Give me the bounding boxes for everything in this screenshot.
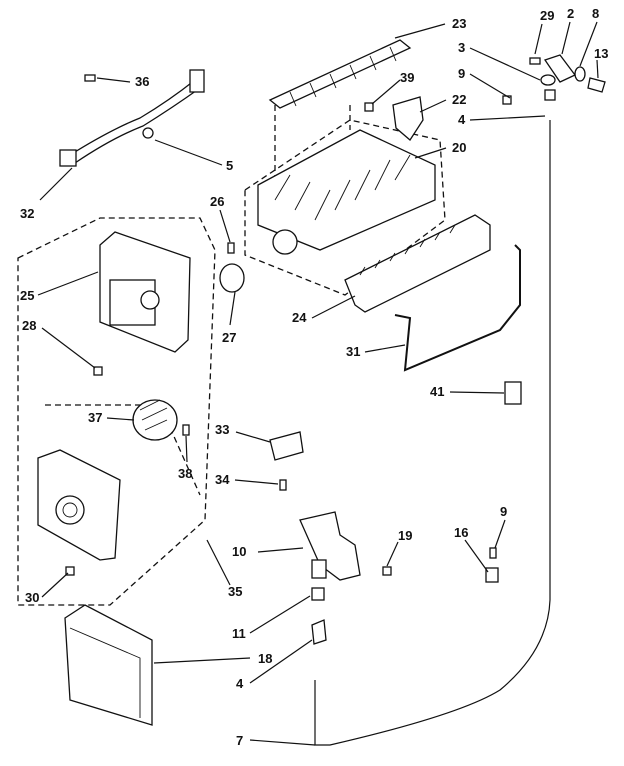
drive-motor	[132, 399, 178, 441]
callout-36: 36	[135, 74, 149, 89]
ice-bin	[64, 604, 153, 726]
callout-27: 27	[222, 330, 236, 345]
arm-clip	[504, 381, 522, 405]
callout-20: 20	[452, 140, 466, 155]
screw-30	[65, 566, 75, 576]
switch-bracket	[269, 431, 304, 461]
callout-18: 18	[258, 651, 272, 666]
callout-39: 39	[400, 70, 414, 85]
water-tube	[314, 120, 551, 746]
callout-35: 35	[228, 584, 242, 599]
screw-19	[382, 566, 392, 576]
module-cover	[37, 449, 121, 561]
ferrule-4-lower	[311, 619, 327, 645]
callout-41: 41	[430, 384, 444, 399]
pin-26	[227, 242, 235, 254]
callout-3: 3	[458, 40, 465, 55]
module-housing	[99, 231, 191, 353]
icemaker-dashed-box	[244, 119, 446, 296]
callout-31: 31	[346, 344, 360, 359]
leader-lines	[37, 21, 599, 746]
ice-mold	[257, 129, 436, 255]
callout-9-upper: 9	[458, 66, 465, 81]
screw-34	[279, 479, 287, 491]
callout-38: 38	[178, 466, 192, 481]
callout-5: 5	[226, 158, 233, 173]
clip-16	[485, 567, 499, 583]
motor-group-dashed-box	[17, 217, 216, 606]
callout-labels: 23 29 2 8 3 13 36 9 39 22 4 20 5 32 26 2…	[20, 6, 608, 748]
screw-38	[182, 424, 190, 436]
callout-19: 19	[398, 528, 412, 543]
callout-22: 22	[452, 92, 466, 107]
callout-4-upper: 4	[458, 112, 466, 127]
screw-36	[84, 74, 96, 82]
screw-9-lower	[489, 547, 497, 559]
motor-coupling	[219, 263, 245, 293]
ejector-blade	[268, 39, 412, 109]
ejector-guide-lines	[274, 105, 351, 200]
callout-26: 26	[210, 194, 224, 209]
callout-8: 8	[592, 6, 599, 21]
callout-7: 7	[236, 733, 243, 748]
callout-24: 24	[292, 310, 307, 325]
callout-30: 30	[25, 590, 39, 605]
callout-33: 33	[215, 422, 229, 437]
callout-4-lower: 4	[236, 676, 244, 691]
inlet-fittings	[529, 54, 606, 101]
callout-37: 37	[88, 410, 102, 425]
callout-11: 11	[232, 626, 246, 641]
fill-cup	[392, 96, 424, 141]
nut-11	[311, 587, 325, 601]
callout-16: 16	[454, 525, 468, 540]
wire-harness	[59, 69, 205, 167]
callout-32: 32	[20, 206, 34, 221]
callout-25: 25	[20, 288, 34, 303]
callout-9-lower: 9	[500, 504, 507, 519]
callout-2: 2	[567, 6, 574, 21]
shutoff-arm	[394, 244, 521, 372]
water-valve	[299, 511, 361, 581]
callout-28: 28	[22, 318, 36, 333]
screw-28	[93, 366, 103, 376]
callout-10: 10	[232, 544, 246, 559]
callout-23: 23	[452, 16, 466, 31]
callout-13: 13	[594, 46, 608, 61]
callout-29: 29	[540, 8, 554, 23]
callout-34: 34	[215, 472, 230, 487]
screw-39	[364, 102, 374, 112]
heater-bar	[344, 214, 491, 313]
